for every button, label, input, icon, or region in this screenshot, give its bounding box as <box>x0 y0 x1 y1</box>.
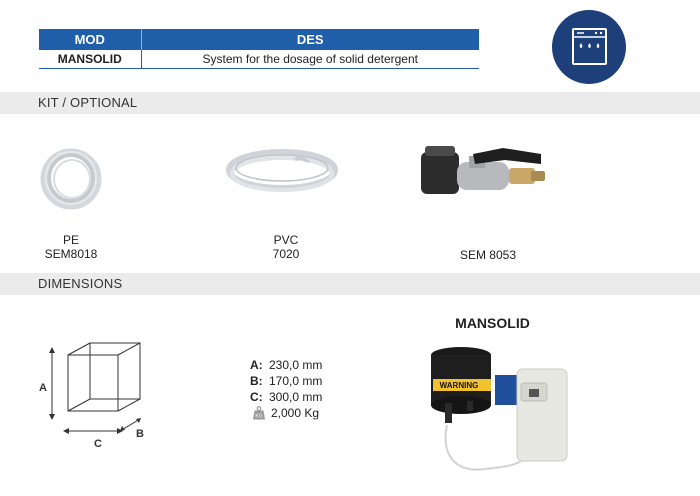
dishwasher-icon <box>572 28 607 65</box>
weight-row: KG 2,000 Kg <box>250 405 322 421</box>
header-mod: MOD <box>39 29 142 50</box>
kit-item-pe: PE SEM8018 <box>40 233 102 261</box>
header-des: DES <box>141 29 479 50</box>
kit-item-pvc: PVC 7020 <box>256 233 316 261</box>
dimension-key: C: <box>250 390 263 404</box>
cell-des: System for the dosage of solid detergent <box>141 50 479 69</box>
pvc-tube-coil-image <box>226 149 338 192</box>
kit-item-valve: SEM 8053 <box>455 248 521 262</box>
kit-item-valve-code: SEM 8053 <box>459 248 517 262</box>
table-header-row: MOD DES <box>39 29 479 50</box>
cell-mod: MANSOLID <box>39 50 142 69</box>
weight-value: 2,000 Kg <box>271 406 320 420</box>
dimensions-section-bar: DIMENSIONS <box>0 273 700 295</box>
kit-item-pe-code: SEM8018 <box>44 247 98 261</box>
dimension-list: A: 230,0 mm B: 170,0 mm C: 300,0 mm KG 2… <box>250 357 322 421</box>
product-title: MANSOLID <box>455 315 530 331</box>
dimension-row-a: A: 230,0 mm <box>250 357 322 373</box>
dimension-box-diagram: A C B <box>39 342 144 450</box>
dishwasher-badge <box>552 10 626 84</box>
dimension-row-c: C: 300,0 mm <box>250 389 322 405</box>
table-row: MANSOLID System for the dosage of solid … <box>39 50 479 69</box>
pe-tube-coil-image <box>40 148 102 210</box>
dimension-value: 230,0 mm <box>269 358 323 372</box>
kit-item-pvc-code: 7020 <box>272 247 300 261</box>
dimension-key: A: <box>250 358 263 372</box>
box-label-c: C <box>94 438 102 450</box>
dimensions-section-title: DIMENSIONS <box>38 276 123 291</box>
warning-label: WARNING <box>440 381 479 390</box>
model-table: MOD DES MANSOLID System for the dosage o… <box>39 29 479 69</box>
dimension-value: 300,0 mm <box>269 390 323 404</box>
kit-item-pvc-type: PVC <box>273 233 299 247</box>
dimension-row-b: B: 170,0 mm <box>250 373 322 389</box>
ball-valve-image <box>421 146 545 194</box>
dimension-key: B: <box>250 374 263 388</box>
kit-item-pe-type: PE <box>62 233 79 247</box>
box-label-b: B <box>136 428 144 440</box>
kit-section-bar: KIT / OPTIONAL <box>0 92 700 114</box>
kit-section-title: KIT / OPTIONAL <box>38 95 138 110</box>
box-label-a: A <box>39 382 47 394</box>
dimension-value: 170,0 mm <box>269 374 323 388</box>
weight-icon: KG <box>253 406 265 420</box>
weight-icon-text: KG <box>255 414 262 420</box>
mansolid-device-image: WARNING <box>431 347 568 471</box>
